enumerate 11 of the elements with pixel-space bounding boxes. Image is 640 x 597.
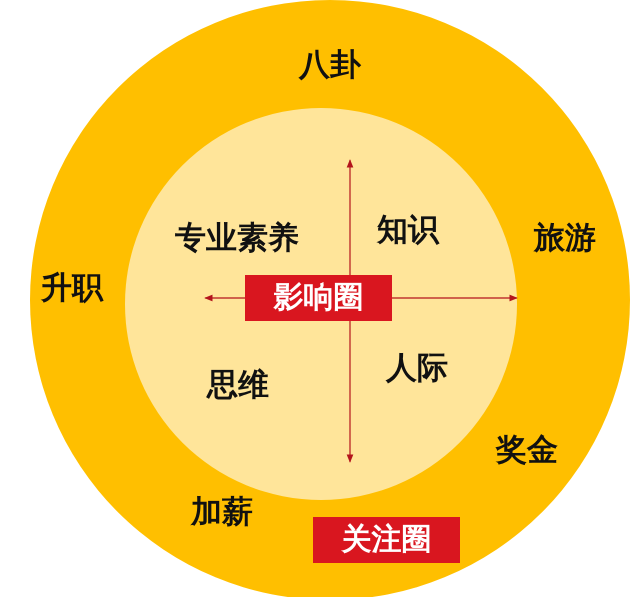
zone-item-label: 思维	[207, 366, 269, 405]
zone-title: 关注圈	[313, 517, 460, 563]
zone-item-label: 专业素养	[175, 219, 299, 258]
zone-item-label: 升职	[41, 269, 103, 308]
zone-item-label: 知识	[377, 211, 439, 250]
zone-item-label: 加薪	[191, 493, 253, 532]
zone-item-label: 人际	[386, 349, 448, 388]
zone-item-label: 旅游	[534, 219, 596, 258]
zone-title: 影响圈	[245, 275, 392, 321]
zone-item-label: 奖金	[496, 431, 558, 470]
zone-item-label: 八卦	[299, 46, 361, 85]
